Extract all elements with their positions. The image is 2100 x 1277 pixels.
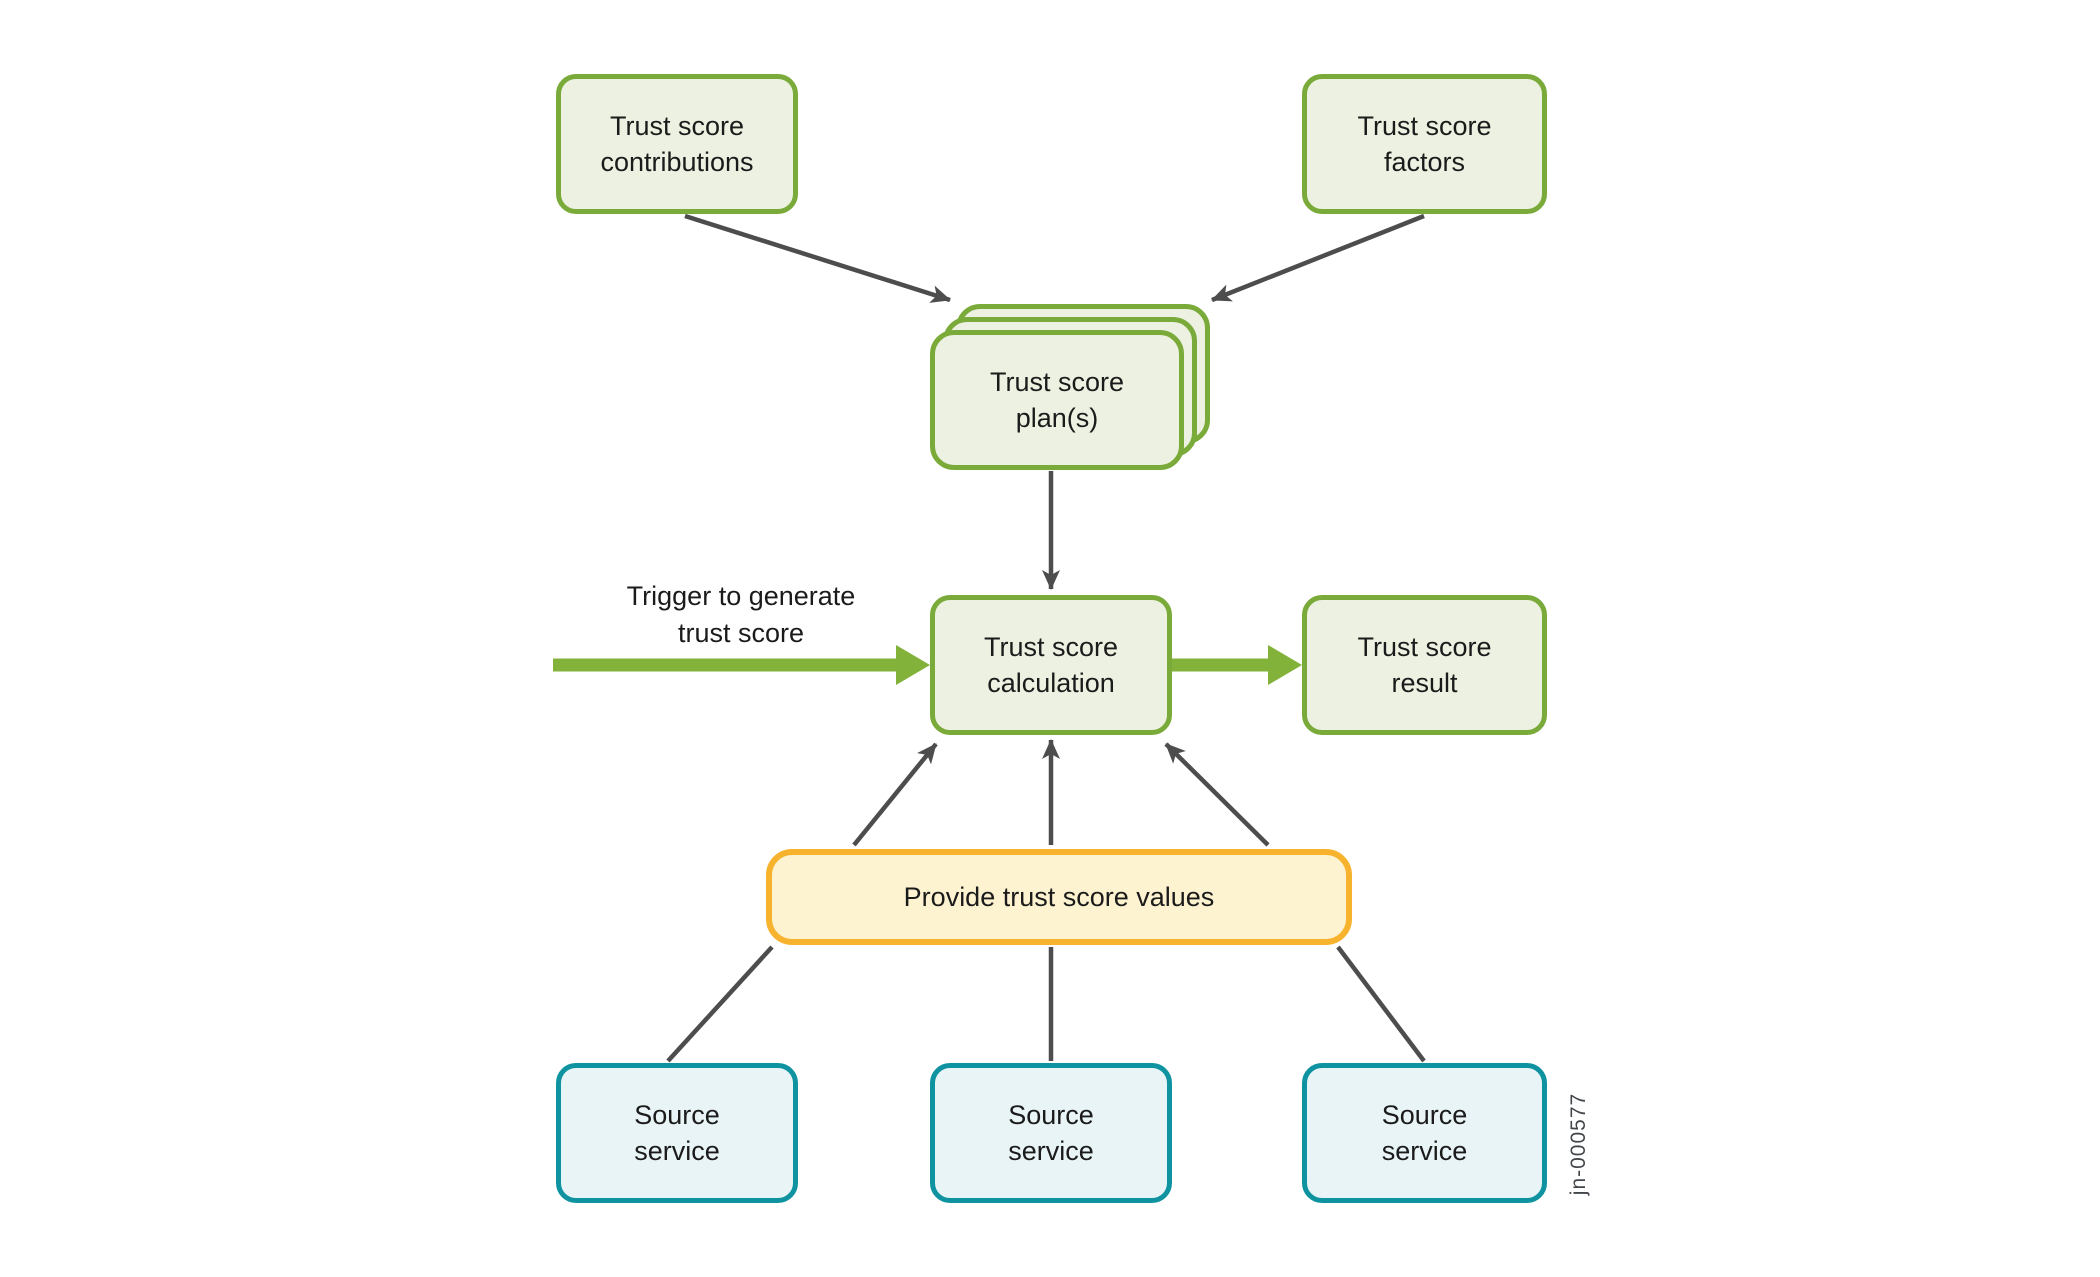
node-source-service-1: Source service xyxy=(556,1063,798,1203)
edge-trigger-to-calculation xyxy=(553,645,930,685)
node-source-service-3: Source service xyxy=(1302,1063,1547,1203)
edge-source3-to-values xyxy=(1336,945,1426,1063)
edge-values-to-calculation-left xyxy=(852,742,938,847)
node-source-service-3-label: Source service xyxy=(1381,1100,1468,1166)
node-trust-score-calculation-label: Trust score calculation xyxy=(983,632,1119,698)
node-source-service-1-label: Source service xyxy=(634,1100,720,1166)
edge-calculation-to-result xyxy=(1172,645,1302,685)
figure-id-label: jn-000577 xyxy=(1567,1092,1590,1196)
node-trust-score-result: Trust score result xyxy=(1302,595,1547,735)
node-source-service-2: Source service xyxy=(930,1063,1172,1203)
edge-contributions-to-plans xyxy=(684,213,951,303)
node-trust-score-plans-label: Trust score plan(s) xyxy=(989,367,1125,433)
node-trust-score-calculation: Trust score calculation xyxy=(930,595,1172,735)
plans-stack-front-layer: Trust score plan(s) xyxy=(930,330,1184,470)
node-trust-score-contributions: Trust score contributions xyxy=(556,74,798,214)
trigger-annotation: Trigger to generate trust score xyxy=(626,581,856,648)
node-provide-trust-score-values: Provide trust score values xyxy=(766,849,1352,945)
node-provide-trust-score-values-label: Provide trust score values xyxy=(903,882,1215,912)
node-trust-score-factors: Trust score factors xyxy=(1302,74,1547,214)
node-source-service-2-label: Source service xyxy=(1008,1100,1094,1166)
node-trust-score-contributions-label: Trust score contributions xyxy=(600,111,754,177)
node-trust-score-result-label: Trust score result xyxy=(1357,632,1492,698)
node-trust-score-factors-label: Trust score factors xyxy=(1357,111,1492,177)
edge-factors-to-plans xyxy=(1211,213,1425,303)
edge-source1-to-values xyxy=(666,945,774,1063)
edge-values-to-calculation-right xyxy=(1164,742,1270,847)
